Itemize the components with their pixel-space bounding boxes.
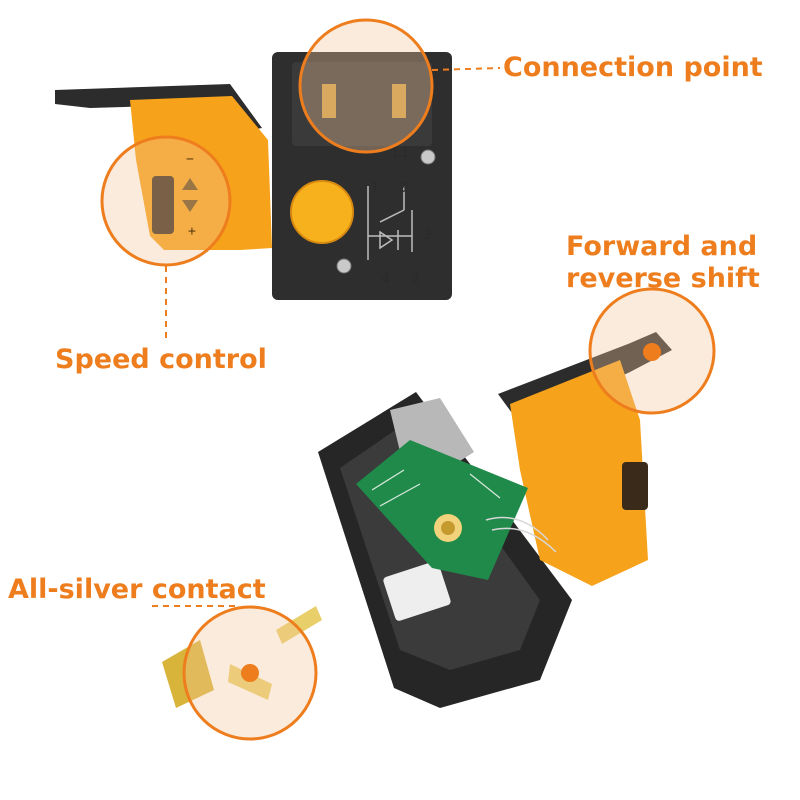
switch-open-view [318, 332, 672, 708]
marking-4: 4 [382, 272, 390, 287]
connection-point-label: Connection point [503, 52, 763, 83]
forward-reverse-label-line1: Forward and [566, 231, 758, 262]
marking-1: 1 [371, 181, 379, 196]
speed-plus-mark: + [188, 224, 196, 239]
forward-reverse-label-line2: reverse shift [566, 263, 760, 294]
forward-reverse-dot [643, 343, 661, 361]
speed-control-label: Speed control [55, 344, 267, 375]
connection-leader-line [431, 67, 501, 71]
marking-3: 3 [399, 181, 407, 196]
marking-2-bottom: 2 [412, 272, 420, 287]
marking-l1: L1 [393, 146, 409, 161]
connection-point-highlight [298, 18, 434, 154]
speed-control-highlight [100, 135, 232, 267]
speed-minus-mark: − [186, 152, 194, 167]
switch-front-view [55, 52, 452, 300]
forward-reverse-label: Forward and reverse shift [566, 231, 760, 295]
all-silver-contact-label: All-silver contact [8, 574, 266, 605]
marking-2-top: 2 [424, 228, 432, 243]
silver-contact-dot [241, 664, 259, 682]
